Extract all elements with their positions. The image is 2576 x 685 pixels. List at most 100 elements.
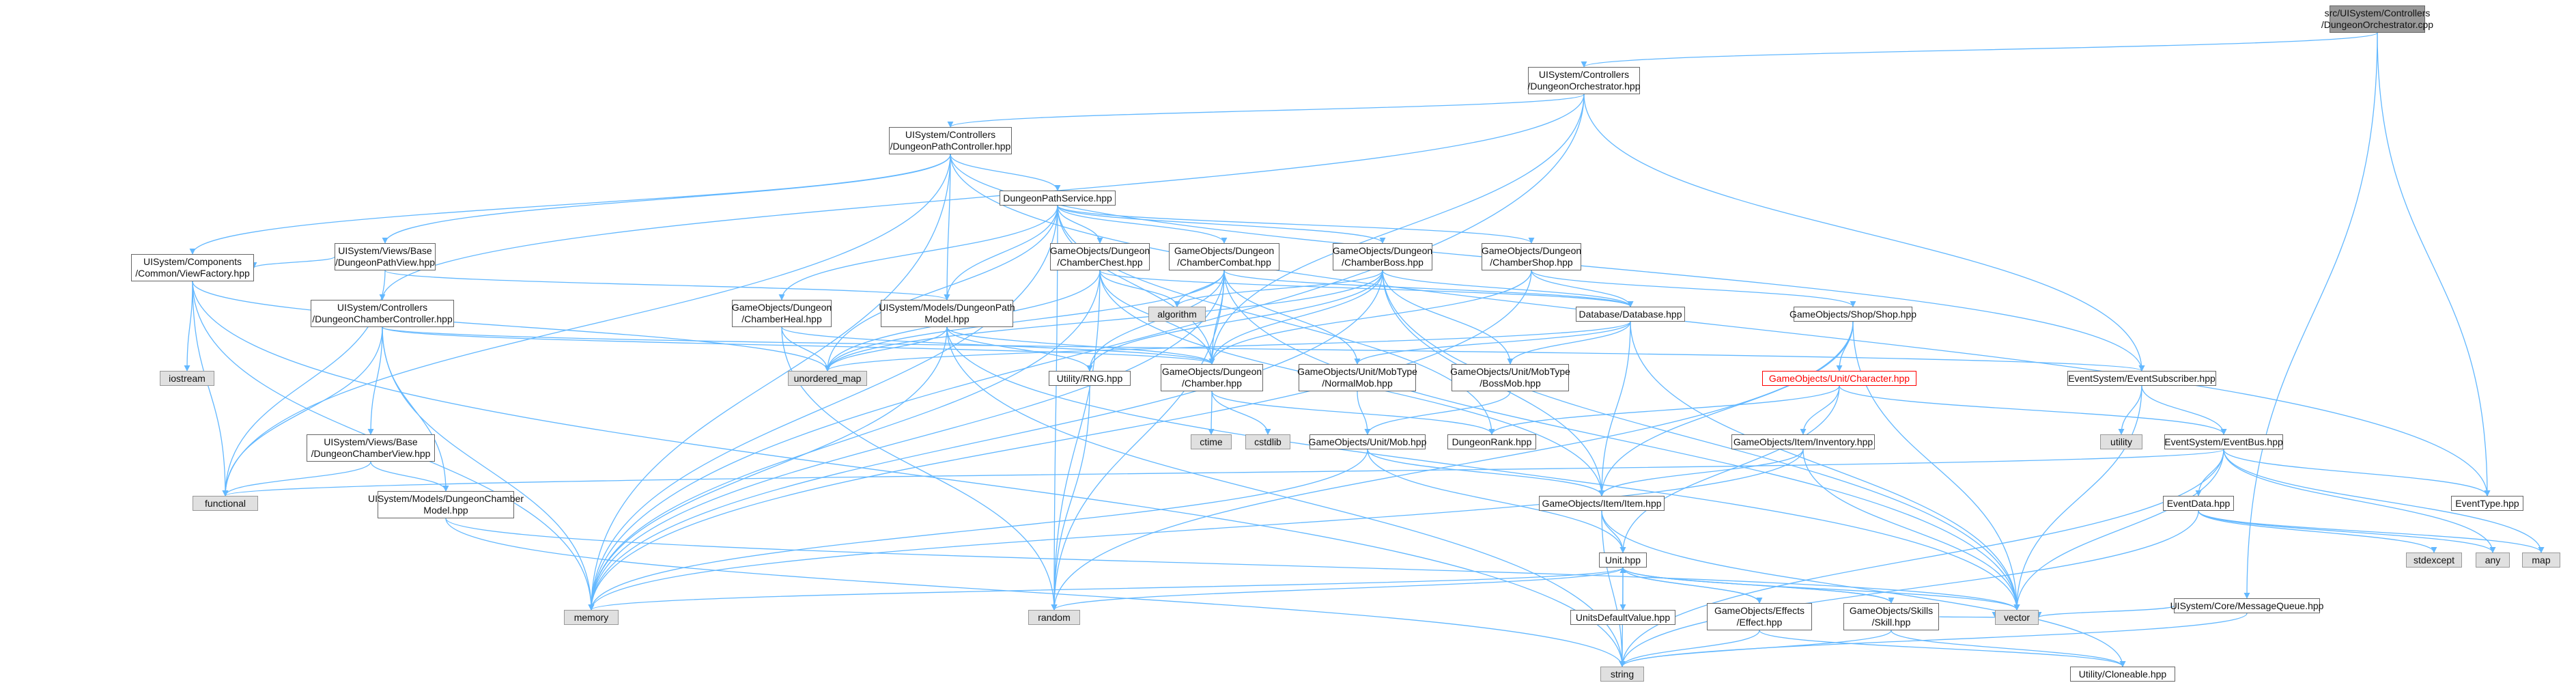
- edge-pathsvc-to-boss: [1057, 205, 1386, 244]
- node-pathmodel[interactable]: UISystem/Models/DungeonPath Model.hpp: [879, 300, 1015, 327]
- node-shophpp[interactable]: GameObjects/Shop/Shop.hpp: [1789, 307, 1916, 322]
- edge-character-to-rank: [1488, 385, 1840, 435]
- edge-pathmodel-to-chamber: [946, 326, 1215, 365]
- edge-chamberview-to-chambermodel: [370, 461, 449, 492]
- node-item[interactable]: GameObjects/Item/Item.hpp: [1539, 496, 1665, 511]
- node-character[interactable]: GameObjects/Unit/Character.hpp: [1762, 371, 1916, 386]
- edge-combat-to-vector: [1223, 270, 2020, 611]
- edge-database-to-vector: [1630, 321, 2020, 611]
- edge-orch-to-subscriber: [1583, 94, 2145, 372]
- edge-effect-to-string: [1619, 630, 1760, 667]
- edge-chamber-to-rank: [1211, 391, 1495, 435]
- node-algorithm[interactable]: algorithm: [1148, 307, 1206, 322]
- edge-pathmodel-to-rng: [946, 326, 1093, 372]
- edge-mob-to-memory: [588, 449, 1368, 611]
- edge-item-to-cloneable: [1601, 510, 2126, 667]
- edge-database-to-item: [1598, 321, 1631, 497]
- edge-chest-to-memory: [588, 270, 1101, 611]
- edge-unit-to-memory: [588, 567, 1624, 611]
- edge-chamberctl-to-chamberview: [367, 326, 383, 435]
- edge-mob-to-item: [1367, 449, 1605, 497]
- edge-pathsvc-to-unordered_map: [824, 205, 1058, 372]
- node-rng[interactable]: Utility/RNG.hpp: [1049, 371, 1131, 386]
- node-eventbus[interactable]: EventSystem/EventBus.hpp: [2164, 434, 2283, 449]
- node-chest[interactable]: GameObjects/Dungeon /ChamberChest.hpp: [1050, 243, 1150, 270]
- edge-factory-to-unordered_map: [192, 281, 831, 372]
- edge-pathctl-to-functional: [222, 154, 951, 497]
- node-inventory[interactable]: GameObjects/Item/Inventory.hpp: [1731, 434, 1875, 449]
- edge-effect-to-unit: [1619, 567, 1760, 604]
- node-pathview[interactable]: UISystem/Views/Base /DungeonPathView.hpp: [335, 243, 436, 270]
- node-pathctl[interactable]: UISystem/Controllers /DungeonPathControl…: [889, 127, 1012, 154]
- edge-chamberctl-to-memory: [382, 326, 595, 611]
- node-map[interactable]: map: [2522, 553, 2560, 568]
- node-eventtype[interactable]: EventType.hpp: [2451, 496, 2523, 511]
- edge-factory-to-functional: [192, 281, 229, 497]
- edge-skill-to-cloneable: [1891, 630, 2126, 667]
- edge-skill-to-unit: [1619, 567, 1892, 604]
- node-pathsvc[interactable]: DungeonPathService.hpp: [1000, 191, 1116, 206]
- node-chamber[interactable]: GameObjects/Dungeon /Chamber.hpp: [1161, 364, 1263, 391]
- node-cloneable[interactable]: Utility/Cloneable.hpp: [2070, 667, 2175, 682]
- node-normalmob[interactable]: GameObjects/Unit/MobType /NormalMob.hpp: [1297, 364, 1417, 391]
- node-random[interactable]: random: [1028, 610, 1080, 625]
- node-chamberview[interactable]: UISystem/Views/Base /DungeonChamberView.…: [307, 434, 435, 462]
- edge-chamberview-to-functional: [222, 461, 371, 497]
- node-any[interactable]: any: [2476, 553, 2510, 568]
- edge-root-to-orch: [1581, 32, 2378, 68]
- node-root[interactable]: src/UISystem/Controllers /DungeonOrchest…: [2321, 5, 2433, 33]
- node-effect[interactable]: GameObjects/Effects /Effect.hpp: [1707, 603, 1812, 630]
- node-vector[interactable]: vector: [1995, 610, 2039, 625]
- node-string[interactable]: string: [1600, 667, 1644, 682]
- edge-mob-to-unit: [1367, 449, 1626, 553]
- node-memory[interactable]: memory: [564, 610, 619, 625]
- node-rank[interactable]: DungeonRank.hpp: [1447, 434, 1536, 449]
- node-utility[interactable]: utility: [2100, 434, 2142, 449]
- node-iostream[interactable]: iostream: [160, 371, 214, 386]
- edge-orch-to-pathctl: [947, 94, 1585, 128]
- edge-pathsvc-to-random: [1051, 205, 1058, 611]
- edge-heal-to-random: [781, 326, 1058, 611]
- node-unordered-map[interactable]: unordered_map: [788, 371, 867, 386]
- node-mob[interactable]: GameObjects/Unit/Mob.hpp: [1309, 434, 1426, 449]
- node-eventdata[interactable]: EventData.hpp: [2163, 496, 2234, 511]
- edge-heal-to-unordered_map: [781, 326, 831, 372]
- edge-pathsvc-to-combat: [1057, 205, 1228, 244]
- edge-pathsvc-to-memory: [588, 205, 1058, 611]
- node-factory[interactable]: UISystem/Components /Common/ViewFactory.…: [131, 254, 254, 281]
- node-subscriber[interactable]: EventSystem/EventSubscriber.hpp: [2067, 371, 2216, 386]
- edge-eventbus-to-eventtype: [2223, 449, 2491, 497]
- edge-pathmodel-to-string: [946, 326, 1626, 667]
- node-bossmob[interactable]: GameObjects/Unit/MobType /BossMob.hpp: [1450, 364, 1570, 391]
- node-ctime[interactable]: ctime: [1191, 434, 1232, 449]
- node-orch[interactable]: UISystem/Controllers /DungeonOrchestrato…: [1528, 67, 1641, 94]
- node-stdexcept[interactable]: stdexcept: [2406, 553, 2462, 568]
- node-chambermodel[interactable]: UISystem/Models/DungeonChamber Model.hpp: [368, 491, 524, 518]
- node-unit[interactable]: Unit.hpp: [1599, 553, 1647, 568]
- edge-eventbus-to-any: [2223, 449, 2496, 553]
- edge-boss-to-database: [1382, 270, 1634, 307]
- edge-msgqueue-to-vector: [2035, 605, 2175, 618]
- edge-shophpp-to-character: [1836, 321, 1854, 372]
- node-boss[interactable]: GameObjects/Dungeon /ChamberBoss.hpp: [1333, 243, 1432, 270]
- edge-pathmodel-to-memory: [588, 326, 948, 611]
- node-chamberctl[interactable]: UISystem/Controllers /DungeonChamberCont…: [311, 300, 454, 327]
- edge-pathmodel-to-unordered_map: [824, 326, 948, 372]
- node-msgqueue[interactable]: UISystem/Core/MessageQueue.hpp: [2170, 598, 2323, 613]
- edge-unit-to-random: [1051, 567, 1624, 611]
- node-cstdlib[interactable]: cstdlib: [1245, 434, 1290, 449]
- node-heal[interactable]: GameObjects/Dungeon /ChamberHeal.hpp: [732, 300, 832, 327]
- node-functional[interactable]: functional: [193, 496, 258, 511]
- node-database[interactable]: Database/Database.hpp: [1576, 307, 1685, 322]
- edge-database-to-bossmob: [1507, 321, 1631, 365]
- node-shop[interactable]: GameObjects/Dungeon /ChamberShop.hpp: [1482, 243, 1581, 270]
- node-combat[interactable]: GameObjects/Dungeon /ChamberCombat.hpp: [1169, 243, 1279, 270]
- edge-boss-to-algorithm: [1174, 270, 1383, 307]
- edge-pathview-to-pathmodel: [384, 270, 950, 300]
- node-skill[interactable]: GameObjects/Skills /Skill.hpp: [1843, 603, 1939, 630]
- edge-character-to-inventory: [1800, 385, 1840, 435]
- node-unitsdefault[interactable]: UnitsDefaultValue.hpp: [1570, 610, 1675, 625]
- edge-pathctl-to-memory: [588, 154, 951, 611]
- edge-database-to-unordered_map: [824, 321, 1631, 372]
